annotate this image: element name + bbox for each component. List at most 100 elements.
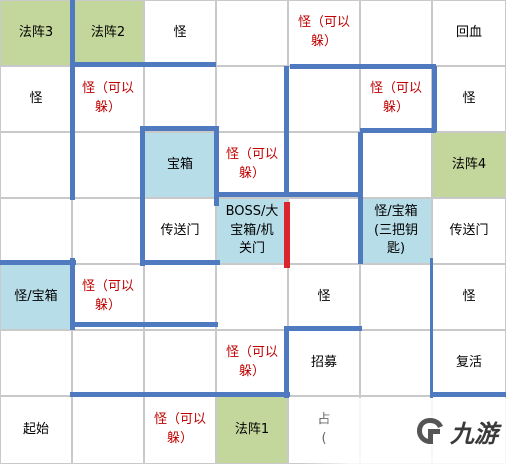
map-cell-recruit: 招募 <box>288 330 360 396</box>
map-cell-formation-3: 法阵3 <box>0 0 72 66</box>
map-cell-start: 起始 <box>0 396 72 464</box>
map-cell-empty <box>216 0 288 66</box>
cell-label: BOSS/大 宝箱/机 关门 <box>225 203 279 257</box>
wall-segment <box>214 126 219 206</box>
jiuyou-logo-icon <box>417 418 443 444</box>
wall-segment <box>70 62 216 67</box>
cell-label: 传送门 <box>449 222 489 238</box>
map-cell-monster: 怪 <box>432 66 506 132</box>
map-cell-empty <box>360 264 432 330</box>
cell-label: 法阵2 <box>90 24 126 40</box>
wall-segment <box>70 392 290 397</box>
map-cell-dodgeable-monster: 怪（可以 躲） <box>72 66 144 132</box>
cell-label: 怪（可以 躲） <box>81 81 134 115</box>
wall-segment <box>140 126 145 266</box>
map-cell-empty <box>72 132 144 198</box>
wall-segment <box>360 128 436 133</box>
map-cell-dodgeable-monster: 怪（可以 躲） <box>72 264 144 330</box>
wall-segment <box>70 258 75 330</box>
map-cell-revive: 复活 <box>432 330 506 396</box>
wall-segment <box>290 64 436 69</box>
map-cell-heal: 回血 <box>432 0 506 66</box>
cell-label: 起始 <box>22 421 49 437</box>
map-cell-empty <box>288 198 360 264</box>
wall-segment <box>358 132 363 198</box>
map-cell-dodgeable-monster: 怪（可以 躲） <box>360 66 432 132</box>
wall-segment <box>140 260 220 265</box>
cell-label: 怪 <box>29 90 43 106</box>
cell-label: 怪/宝箱 <box>14 288 58 304</box>
map-cell-empty <box>72 330 144 396</box>
wall-segment <box>140 126 216 131</box>
map-cell-empty <box>288 66 360 132</box>
map-cell-empty <box>72 396 144 464</box>
wall-segment <box>358 198 363 264</box>
map-cell-formation-4: 法阵4 <box>432 132 506 198</box>
map-cell-empty <box>144 330 216 396</box>
cell-label: 怪（可以 躲） <box>369 81 422 115</box>
watermark: 九游 <box>300 398 506 464</box>
map-cell-empty <box>216 264 288 330</box>
map-cell-empty <box>288 132 360 198</box>
cell-label: 复活 <box>455 354 482 370</box>
map-cell-empty <box>144 264 216 330</box>
cell-label: 怪 <box>462 288 476 304</box>
map-cell-dodgeable-monster: 怪（可以 躲） <box>216 330 288 396</box>
wall-segment <box>74 322 218 327</box>
map-cell-empty <box>0 198 72 264</box>
map-cell-formation-1: 法阵1 <box>216 396 288 464</box>
map-cell-monster-chest-three-keys: 怪/宝箱 (三把钥 匙) <box>360 198 432 264</box>
cell-label: 回血 <box>455 24 482 40</box>
boss-door <box>284 202 290 268</box>
map-cell-monster: 怪 <box>144 0 216 66</box>
map-cell-empty <box>0 330 72 396</box>
map-cell-monster: 怪 <box>432 264 506 330</box>
map-cell-monster: 怪 <box>288 264 360 330</box>
map-cell-dodgeable-monster: 怪（可以 躲） <box>216 132 288 198</box>
cell-label: 怪（可以 躲） <box>153 412 206 446</box>
watermark-text: 九游 <box>450 418 498 448</box>
cell-label: 怪 <box>173 24 187 40</box>
cell-label: 宝箱 <box>166 156 193 172</box>
map-cell-empty <box>216 66 288 132</box>
wall-segment <box>70 60 75 200</box>
wall-segment <box>70 0 75 60</box>
map-cell-portal: 传送门 <box>432 198 506 264</box>
wall-segment <box>430 258 433 398</box>
wall-segment <box>284 326 362 331</box>
cell-label: 法阵1 <box>234 421 270 437</box>
map-cell-empty <box>360 0 432 66</box>
watermark-logo: 九游 <box>414 414 498 449</box>
map-cell-empty <box>72 198 144 264</box>
map-cell-empty <box>360 132 432 198</box>
map-cell-boss-treasure-gate: BOSS/大 宝箱/机 关门 <box>216 198 288 264</box>
wall-segment <box>284 66 289 192</box>
map-cell-monster-chest: 怪/宝箱 <box>0 264 72 330</box>
cell-label: 招募 <box>310 354 337 370</box>
wall-segment <box>432 66 437 132</box>
map-cell-empty <box>0 132 72 198</box>
cell-label: 传送门 <box>160 222 200 238</box>
cell-label: 怪（可以 躲） <box>81 279 134 313</box>
cell-label: 怪（可以 躲） <box>225 147 278 181</box>
wall-segment <box>284 326 289 398</box>
cell-label: 法阵4 <box>451 156 487 172</box>
wall-segment <box>216 192 362 197</box>
map-cell-treasure-chest: 宝箱 <box>144 132 216 198</box>
cell-label: 法阵3 <box>18 24 54 40</box>
map-cell-portal: 传送门 <box>144 198 216 264</box>
cell-label: 怪 <box>462 90 476 106</box>
wall-segment <box>432 392 506 397</box>
cell-label: 怪（可以 躲） <box>297 15 350 49</box>
cell-label: 怪 <box>317 288 331 304</box>
map-cell-dodgeable-monster: 怪（可以 躲） <box>288 0 360 66</box>
map-cell-formation-2: 法阵2 <box>72 0 144 66</box>
map-cell-empty <box>144 66 216 132</box>
map-cell-monster: 怪 <box>0 66 72 132</box>
map-cell-dodgeable-monster: 怪（可以 躲） <box>144 396 216 464</box>
wall-segment <box>0 260 76 265</box>
map-cell-empty <box>360 330 432 396</box>
cell-label: 怪（可以 躲） <box>225 345 278 379</box>
cell-label: 怪/宝箱 (三把钥 匙) <box>373 203 419 257</box>
